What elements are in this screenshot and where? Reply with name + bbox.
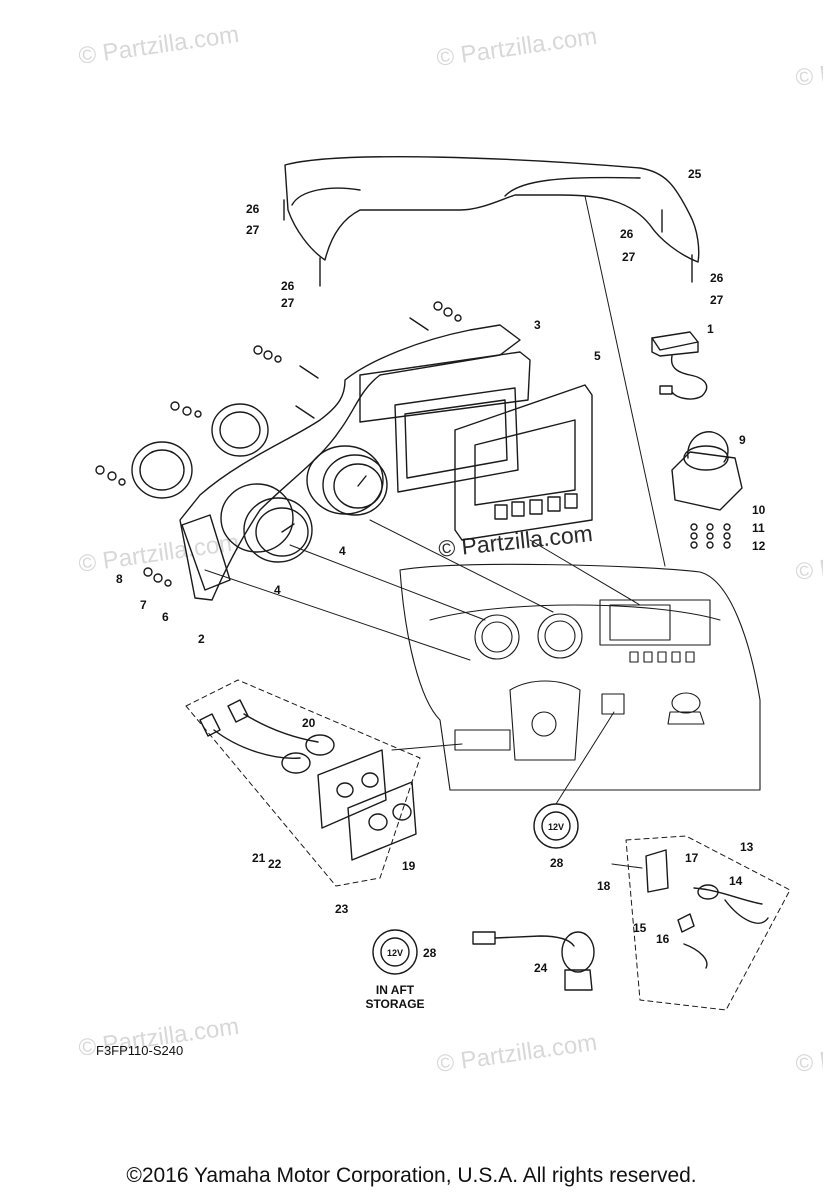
storage-label-line2: STORAGE [365, 997, 425, 1011]
callout-26: 26 [620, 227, 634, 241]
callout-25: 25 [688, 167, 702, 181]
storage-label: IN AFT STORAGE [355, 983, 435, 1011]
callout-2: 2 [198, 632, 205, 646]
callout-24: 24 [534, 961, 548, 975]
cover-visor [283, 156, 700, 287]
bezel-rings [131, 403, 269, 499]
harness-group-part-13 [611, 835, 791, 1011]
callout-4: 4 [274, 583, 281, 597]
callout-8: 8 [116, 572, 123, 586]
callout-1: 1 [707, 322, 714, 336]
callout-16: 16 [656, 932, 670, 946]
callout-27: 27 [281, 296, 295, 310]
storage-label-line1: IN AFT [375, 983, 415, 997]
callout-27: 27 [710, 293, 724, 307]
display-bezel-part-3 [359, 351, 531, 493]
callout-22: 22 [268, 857, 282, 871]
gauge-panel-part-2 [179, 324, 521, 601]
callout-9: 9 [739, 433, 746, 447]
callout-28: 28 [423, 946, 437, 960]
callout-13: 13 [740, 840, 754, 854]
callout-15: 15 [633, 921, 647, 935]
socket-part-28-upper [533, 711, 615, 849]
callout-23: 23 [335, 902, 349, 916]
module-part-1 [651, 331, 708, 400]
callout-12: 12 [752, 539, 766, 553]
callout-27: 27 [622, 250, 636, 264]
callout-5: 5 [594, 349, 601, 363]
dashboard-assembly [399, 563, 761, 791]
outlet-assembly-group [185, 679, 463, 887]
callout-18: 18 [597, 879, 611, 893]
fasteners [95, 301, 462, 587]
callout-3: 3 [534, 318, 541, 332]
callout-26: 26 [710, 271, 724, 285]
callout-19: 19 [402, 859, 416, 873]
diagram-code: F3FP110-S240 [96, 1043, 184, 1058]
callout-20: 20 [302, 716, 316, 730]
callout-21: 21 [252, 851, 266, 865]
callout-28: 28 [550, 856, 564, 870]
callout-26: 26 [281, 279, 295, 293]
cable-part-24 [472, 931, 595, 991]
callout-4: 4 [339, 544, 346, 558]
copyright-notice: ©2016 Yamaha Motor Corporation, U.S.A. A… [126, 1164, 697, 1187]
callout-14: 14 [729, 874, 743, 888]
socket-part-28-lower [372, 929, 418, 975]
callout-6: 6 [162, 610, 169, 624]
display-screen-part-5 [454, 384, 593, 541]
callout-7: 7 [140, 598, 147, 612]
callout-11: 11 [752, 521, 765, 535]
socket-label: 12V [548, 822, 564, 832]
callout-27: 27 [246, 223, 260, 237]
callout-26: 26 [246, 202, 260, 216]
gauge-part-4 [243, 454, 388, 563]
callout-17: 17 [685, 851, 699, 865]
socket-label: 12V [387, 948, 403, 958]
callout-10: 10 [752, 503, 766, 517]
joystick-part-9 [671, 431, 743, 549]
